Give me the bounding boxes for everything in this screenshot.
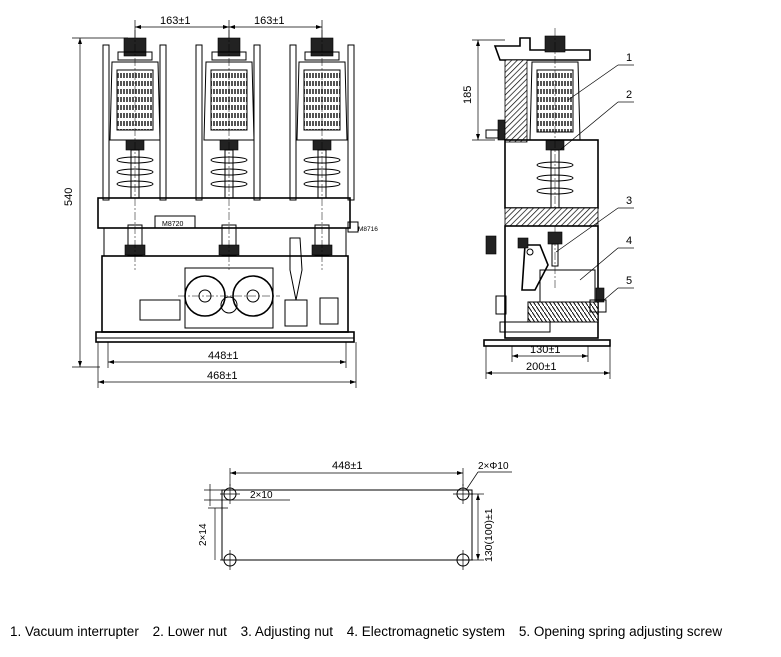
label-m8720: M8720 — [162, 221, 184, 228]
dim-height-text: 540 — [63, 188, 75, 206]
pole-right — [289, 30, 355, 270]
pole-middle — [195, 30, 261, 270]
dim-185-text: 185 — [462, 86, 474, 104]
dimension-185: 185 — [462, 39, 505, 141]
side-frame-lower — [504, 225, 599, 339]
front-base-plate — [95, 331, 355, 343]
side-insulating-frame — [504, 59, 528, 143]
legend-item-5: 5. Opening spring adjusting screw — [518, 624, 723, 639]
callout-3: 3 — [626, 195, 632, 207]
dim-outer-width-text: 468±1 — [207, 370, 238, 382]
plan-dim-holes-text: 2×Φ10 — [478, 461, 509, 472]
dim-top-right-text: 163±1 — [254, 15, 285, 27]
dim-130-text: 130±1 — [530, 344, 561, 356]
front-view: 163±1 163±1 540 M8720 M8716 — [63, 15, 378, 388]
callout-5: 5 — [626, 275, 632, 287]
side-hatched-band — [504, 207, 599, 227]
side-callouts: 1 2 3 4 5 — [555, 52, 634, 301]
plan-dim-2x14-text: 2×14 — [198, 523, 209, 546]
front-crossbeam — [97, 197, 351, 229]
side-adjusting-nut — [517, 231, 563, 291]
side-interrupter — [529, 28, 581, 290]
legend-item-2: 2. Lower nut — [152, 624, 227, 639]
dim-200-text: 200±1 — [526, 361, 557, 373]
callout-2: 2 — [626, 89, 632, 101]
legend-item-4: 4. Electromagnetic system — [346, 624, 506, 639]
dimension-bottom-widths: 448±1 468±1 — [97, 342, 357, 388]
callout-1: 1 — [626, 52, 632, 64]
plan-dim-height-text: 130(100)±1 — [483, 508, 495, 562]
pole-left — [102, 30, 167, 270]
side-view: 185 — [462, 28, 634, 379]
mounting-plan: 448±1 2×Φ10 2×10 2×14 130(100)±1 — [198, 460, 512, 570]
front-mechanism — [139, 237, 339, 329]
dim-top-left-text: 163±1 — [160, 15, 191, 27]
dim-inner-width-text: 448±1 — [208, 350, 239, 362]
legend-item-3: 3. Adjusting nut — [240, 624, 333, 639]
dimension-top-pitch: 163±1 163±1 — [134, 15, 323, 40]
plan-dim-2x10-text: 2×10 — [250, 490, 273, 501]
side-electromagnetic-system — [527, 269, 607, 323]
mounting-hole-bottom-left — [220, 550, 240, 570]
label-m8716: M8716 — [358, 226, 378, 233]
callout-4: 4 — [626, 235, 632, 247]
mounting-hole-bottom-right — [453, 550, 473, 570]
mounting-hole-top-left — [220, 484, 240, 504]
mounting-outline — [221, 489, 473, 561]
legend-item-1: 1. Vacuum interrupter — [10, 624, 139, 639]
side-bottom-dimensions: 130±1 200±1 — [485, 344, 611, 379]
legend-caption: 1. Vacuum interrupter 2. Lower nut 3. Ad… — [10, 624, 780, 639]
dimension-height-540: 540 — [63, 37, 128, 368]
mounting-hole-top-right — [453, 484, 473, 504]
plan-dim-width-text: 448±1 — [332, 460, 363, 472]
